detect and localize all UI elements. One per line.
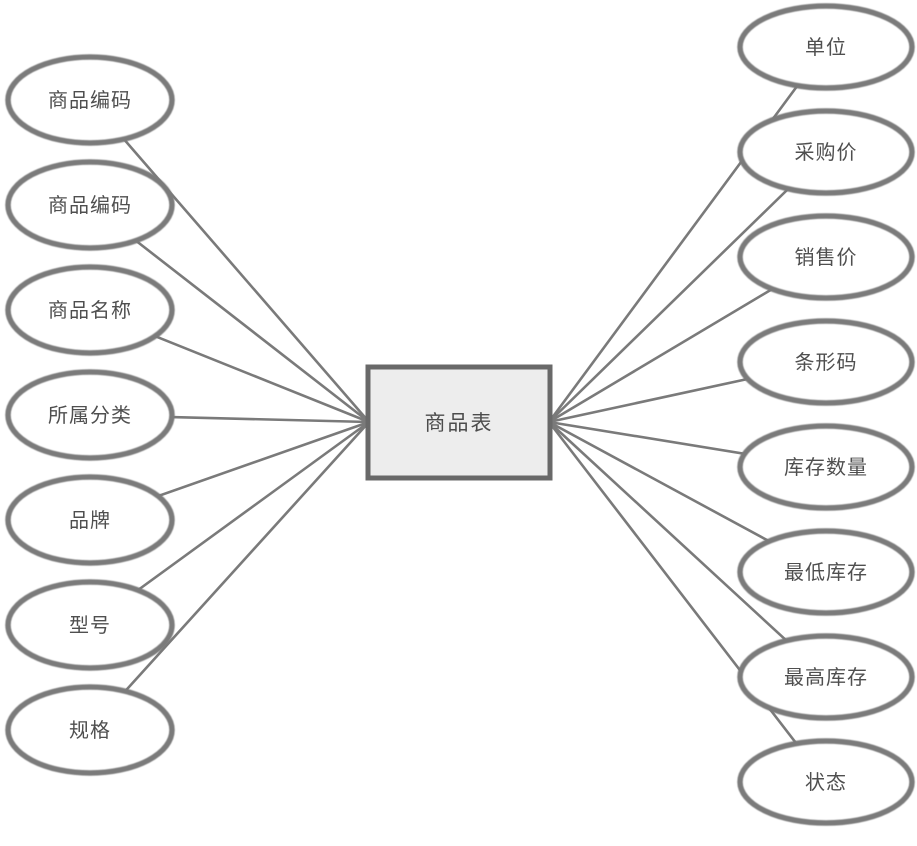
attribute-label: 采购价: [795, 141, 858, 164]
attribute-label: 单位: [805, 36, 847, 59]
attribute-ellipse[interactable]: [737, 108, 915, 196]
attribute-ellipse[interactable]: [5, 474, 175, 566]
attribute-node-left[interactable]: 规格: [5, 684, 175, 776]
attribute-ellipse[interactable]: [737, 423, 915, 511]
attribute-node-right[interactable]: 最低库存: [737, 528, 915, 616]
attribute-node-left[interactable]: 商品编码: [5, 54, 175, 146]
connector-line: [547, 421, 828, 783]
attribute-ellipse[interactable]: [737, 633, 915, 721]
attribute-ellipse[interactable]: [737, 738, 915, 826]
attribute-ellipse[interactable]: [737, 3, 915, 91]
attribute-label: 最低库存: [784, 561, 868, 584]
attribute-ellipse[interactable]: [737, 318, 915, 406]
attribute-ellipse[interactable]: [5, 159, 175, 251]
connector-line: [89, 99, 370, 423]
attribute-node-right[interactable]: 销售价: [737, 213, 915, 301]
attribute-node-right[interactable]: 库存数量: [737, 423, 915, 511]
attribute-label: 商品名称: [48, 299, 132, 322]
attribute-node-left[interactable]: 商品名称: [5, 264, 175, 356]
attribute-ellipse[interactable]: [737, 213, 915, 301]
attribute-node-left[interactable]: 商品编码: [5, 159, 175, 251]
attribute-node-right[interactable]: 状态: [737, 738, 915, 826]
attribute-label: 商品编码: [48, 194, 132, 217]
attribute-label: 型号: [69, 614, 111, 637]
attribute-node-right[interactable]: 条形码: [737, 318, 915, 406]
attribute-node-right[interactable]: 采购价: [737, 108, 915, 196]
attribute-label: 销售价: [795, 246, 858, 269]
connector-line: [547, 46, 828, 423]
attribute-ellipse[interactable]: [5, 579, 175, 671]
attribute-label: 库存数量: [784, 456, 868, 479]
entity-label: 商品表: [425, 412, 494, 435]
attribute-label: 商品编码: [48, 89, 132, 112]
attribute-node-right[interactable]: 单位: [737, 3, 915, 91]
attribute-ellipse[interactable]: [5, 264, 175, 356]
entity-rect[interactable]: [365, 364, 553, 481]
attribute-label: 条形码: [795, 351, 858, 374]
attribute-ellipse[interactable]: [5, 684, 175, 776]
attribute-label: 最高库存: [784, 666, 868, 689]
attribute-label: 状态: [805, 771, 847, 794]
attribute-node-left[interactable]: 型号: [5, 579, 175, 671]
connector-line: [548, 151, 827, 423]
connector-line: [548, 421, 827, 678]
attribute-ellipse[interactable]: [5, 54, 175, 146]
attribute-label: 品牌: [69, 509, 111, 532]
attribute-node-right[interactable]: 最高库存: [737, 633, 915, 721]
entity-node[interactable]: 商品表: [365, 364, 553, 481]
attribute-ellipse[interactable]: [5, 369, 175, 461]
attribute-label: 规格: [69, 719, 111, 742]
attribute-label: 所属分类: [48, 404, 132, 427]
attribute-ellipse[interactable]: [737, 528, 915, 616]
connector-line: [89, 421, 370, 731]
attribute-node-left[interactable]: 品牌: [5, 474, 175, 566]
attribute-node-left[interactable]: 所属分类: [5, 369, 175, 461]
